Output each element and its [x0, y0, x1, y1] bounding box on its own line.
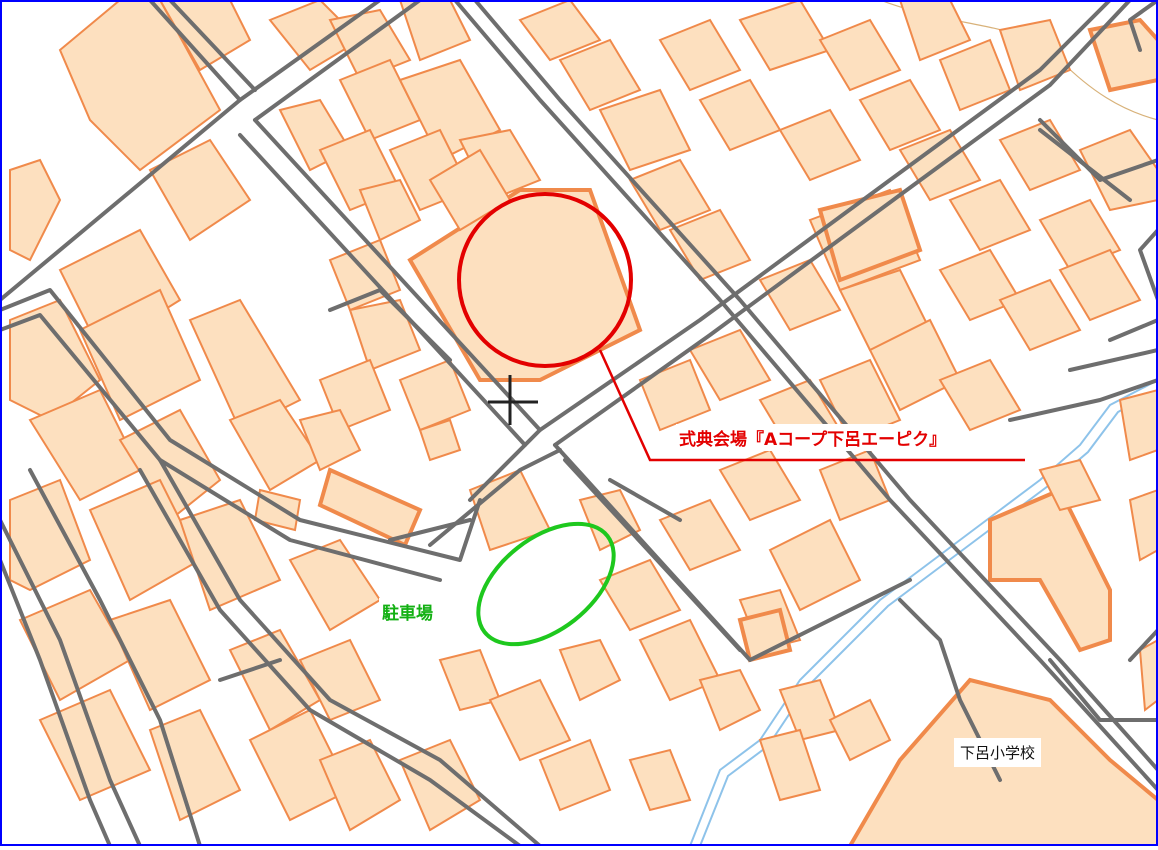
venue-leader-line [598, 349, 1025, 462]
venue-building [407, 188, 643, 382]
school-label: 下呂小学校 [954, 738, 1042, 767]
parking-label: 駐車場 [379, 598, 436, 625]
crosshair-icon [488, 375, 538, 425]
parking-building [317, 467, 423, 548]
venue-circle-marker [457, 192, 633, 368]
parking-ellipse-marker [476, 521, 616, 647]
buildings [9, 0, 1158, 848]
venue-label: 式典会場『Aコープ下呂エーピク』 [676, 424, 950, 451]
